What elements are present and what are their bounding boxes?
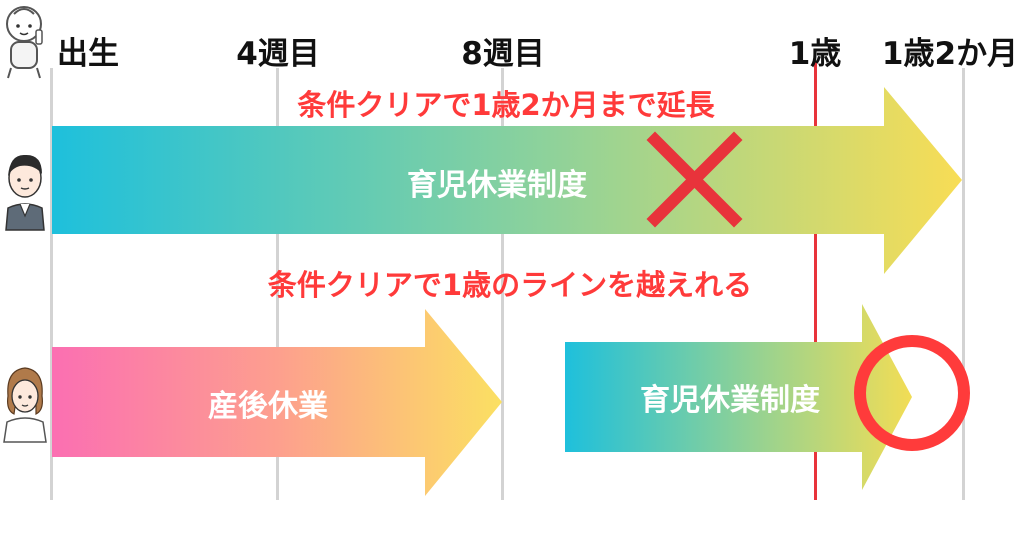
- milestone-week4: 4週目: [236, 36, 320, 72]
- caption-middle: 条件クリアで1歳のラインを越えれる: [267, 268, 753, 302]
- cross-mark-icon: [646, 131, 743, 228]
- timeline-line-birth: [50, 68, 53, 500]
- timeline-line-year1m2: [962, 68, 965, 500]
- arrow-bottom-left-label: 産後休業: [208, 389, 328, 424]
- timeline-line-year1: [814, 62, 817, 500]
- milestone-week8: 8週目: [461, 36, 545, 72]
- woman-avatar-icon: [3, 367, 47, 443]
- arrow-bottom-right-label: 育児休業制度: [640, 383, 820, 418]
- arrow-bottom-maternity-leave: [52, 309, 502, 496]
- arrow-top-label: 育児休業制度: [407, 168, 587, 203]
- circle-mark-icon: [854, 335, 970, 451]
- timeline-line-week8: [501, 68, 504, 500]
- arrow-bottom-childcare-leave: [565, 304, 912, 490]
- timeline-line-week4: [276, 68, 279, 500]
- man-avatar-icon: [5, 154, 45, 231]
- milestone-year1m2: 1歳2か月: [881, 36, 1019, 72]
- milestone-birth: 出生: [57, 36, 119, 72]
- milestone-year1: 1歳: [788, 36, 842, 72]
- caption-top: 条件クリアで1歳2か月まで延長: [297, 88, 715, 122]
- baby-avatar-icon: [6, 6, 43, 79]
